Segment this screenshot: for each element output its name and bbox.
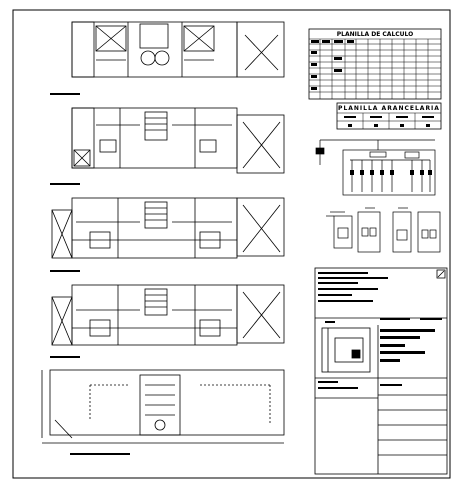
floor-plan-1 [71,21,285,78]
floor-plan-5 [41,369,285,444]
floor-plan-4 [51,284,285,346]
tariff-table: PLANILLA ARANCELARIA [336,102,442,130]
floor-plan-3 [51,197,285,259]
calc-table-title: PLANILLA DE CALCULO [337,31,414,38]
north-arrow-icon [436,269,446,279]
floor-plan-2 [71,107,285,174]
panel-details [326,207,441,253]
tariff-table-title: PLANILLA ARANCELARIA [338,105,440,112]
sheet-border [12,9,451,479]
single-line-diagram [315,139,436,196]
title-block [314,267,448,475]
calc-table: PLANILLA DE CALCULO [308,28,442,100]
title-block-text-lines [318,272,442,389]
